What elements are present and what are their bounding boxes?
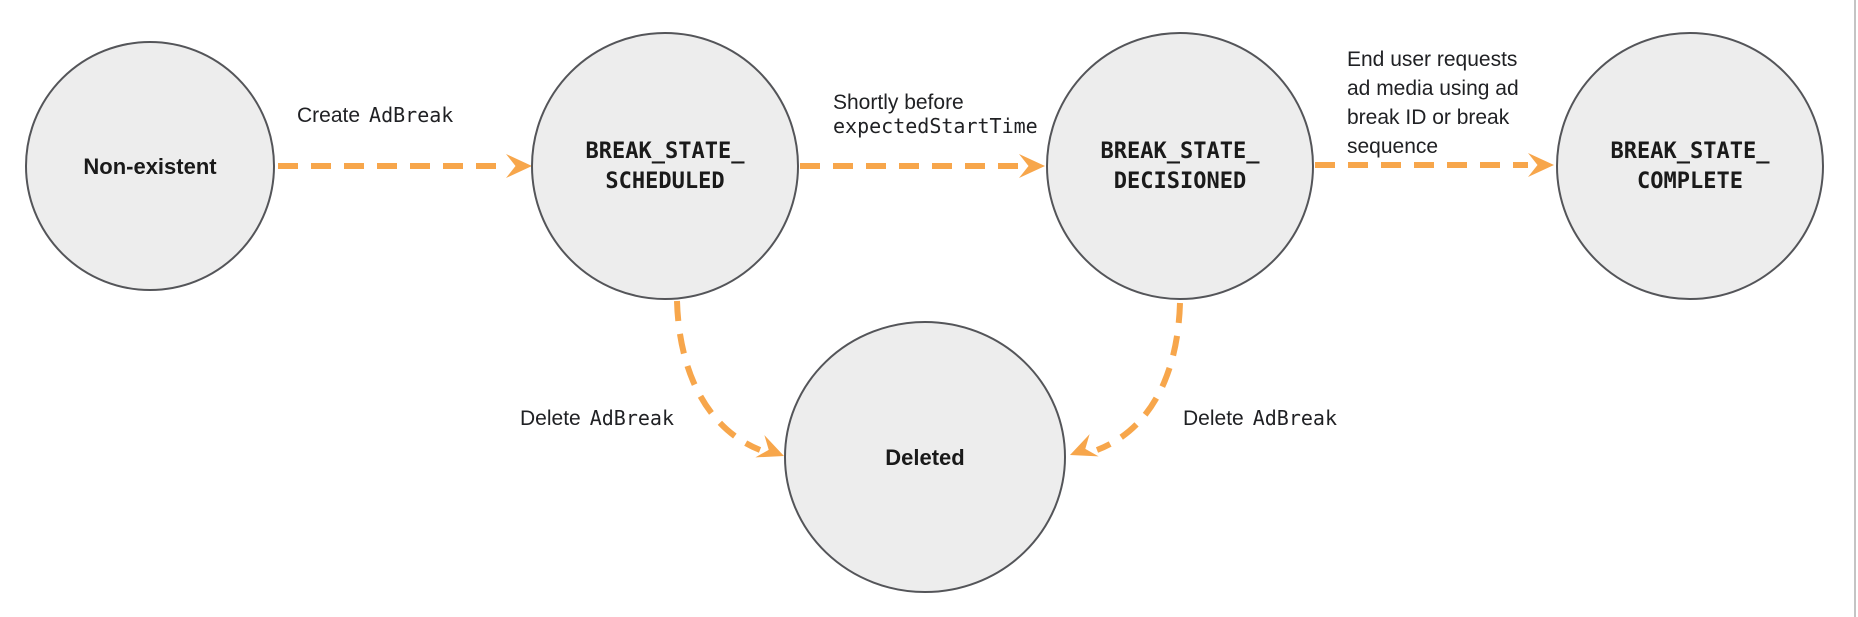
node-complete-label-line2: COMPLETE: [1637, 169, 1743, 194]
edge-label-delete-left: Delete AdBreak: [520, 406, 674, 430]
node-complete-circle: [1556, 32, 1824, 300]
node-break-state-scheduled: BREAK_STATE_ SCHEDULED: [531, 32, 799, 300]
node-complete-label-line1: BREAK_STATE_: [1611, 139, 1771, 164]
edge-label-delete-right-action: Delete: [1183, 407, 1244, 430]
edge-end-user-requests: End user requests ad media using ad brea…: [1315, 48, 1554, 177]
arrowhead-icon: [506, 154, 532, 178]
edge-delete-left-curve: [674, 300, 762, 453]
edge-label-enduser-line3: break ID or break: [1347, 106, 1510, 129]
edge-label-delete-right-code: AdBreak: [1253, 406, 1337, 430]
node-decisioned-label-line1: BREAK_STATE_: [1101, 139, 1261, 164]
edge-label-create-adbreak: Create AdBreak: [297, 103, 453, 127]
edge-delete-from-scheduled: Delete AdBreak: [520, 300, 784, 458]
node-scheduled-circle: [531, 32, 799, 300]
edge-delete-right-curve: [1095, 302, 1183, 453]
arrowhead-icon: [1070, 434, 1099, 457]
edge-delete-from-decisioned: Delete AdBreak: [1070, 302, 1337, 457]
arrowhead-icon: [1528, 153, 1554, 177]
edge-label-create-code: AdBreak: [369, 103, 453, 127]
edge-label-delete-left-action: Delete: [520, 407, 581, 430]
node-decisioned-circle: [1046, 32, 1314, 300]
node-break-state-complete: BREAK_STATE_ COMPLETE: [1556, 32, 1824, 300]
arrowhead-icon: [755, 435, 784, 458]
edge-label-shortly-before-line1: Shortly before: [833, 91, 964, 114]
node-scheduled-label-line1: BREAK_STATE_: [586, 139, 746, 164]
edge-label-delete-left-code: AdBreak: [590, 406, 674, 430]
arrowhead-icon: [1019, 154, 1045, 178]
node-non-existent-circle: [25, 41, 275, 291]
node-deleted: Deleted: [784, 321, 1066, 593]
edge-label-enduser-line2: ad media using ad: [1347, 77, 1519, 100]
edge-label-create-action: Create: [297, 104, 360, 127]
edge-create-adbreak: Create AdBreak: [278, 103, 532, 178]
edge-shortly-before: Shortly before expectedStartTime: [800, 91, 1045, 178]
node-non-existent-label: Non-existent: [83, 154, 217, 179]
node-break-state-decisioned: BREAK_STATE_ DECISIONED: [1046, 32, 1314, 300]
node-deleted-label: Deleted: [885, 445, 964, 470]
node-scheduled-label-line2: SCHEDULED: [605, 169, 724, 194]
edge-label-delete-right: Delete AdBreak: [1183, 406, 1337, 430]
edge-label-enduser-line4: sequence: [1347, 135, 1438, 158]
edge-label-enduser-line1: End user requests: [1347, 48, 1517, 71]
edge-label-shortly-before-line2: expectedStartTime: [833, 114, 1038, 138]
node-deleted-circle: [784, 321, 1066, 593]
node-decisioned-label-line2: DECISIONED: [1114, 169, 1246, 194]
node-non-existent: Non-existent: [25, 41, 275, 291]
